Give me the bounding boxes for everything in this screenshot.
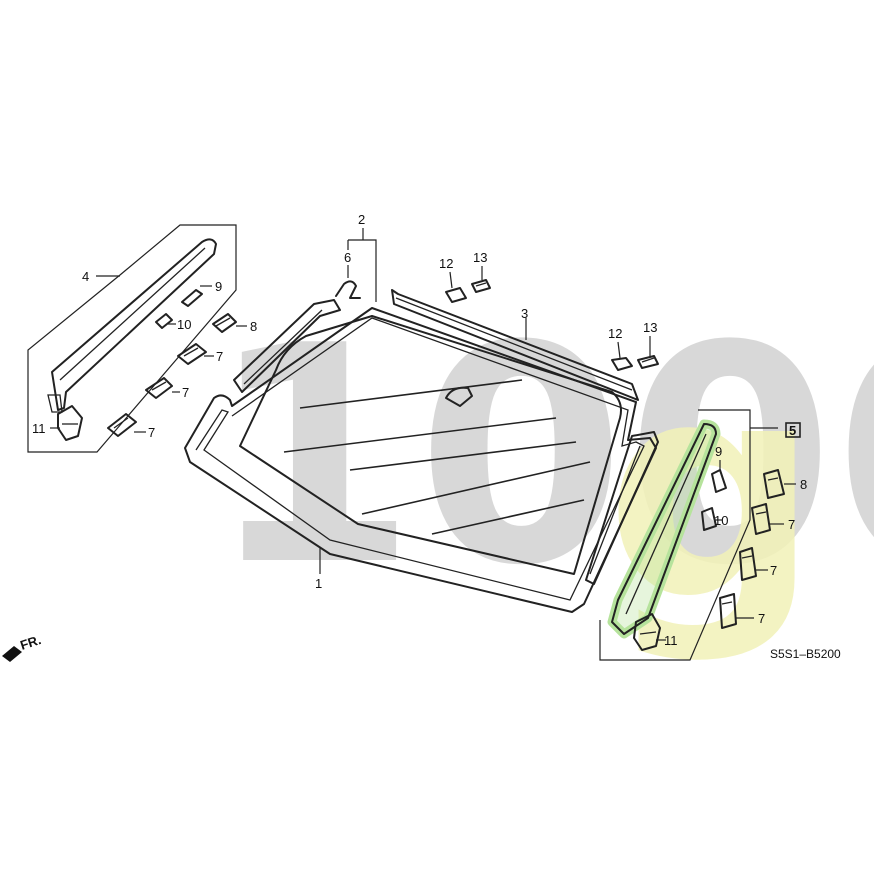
- clip-7-left-1[interactable]: [177, 343, 207, 365]
- callout-5: 5: [789, 423, 796, 438]
- callout-2: 2: [358, 212, 365, 227]
- callout-7-right-1: 7: [788, 517, 795, 532]
- part-5-right-molding[interactable]: [607, 419, 721, 639]
- diagram-code: S5S1–B5200: [770, 647, 841, 661]
- callout-10-right: 10: [714, 513, 728, 528]
- callout-13-upper: 13: [473, 250, 487, 265]
- callout-1: 1: [315, 576, 322, 591]
- fastener-10-right[interactable]: [701, 507, 717, 531]
- fastener-9-left[interactable]: [181, 289, 203, 307]
- front-arrow-icon: [2, 646, 22, 662]
- callout-7-right-2: 7: [770, 563, 777, 578]
- clip-12-upper[interactable]: [445, 287, 467, 303]
- part-6-clip[interactable]: [335, 280, 361, 299]
- callout-8-left: 8: [250, 319, 257, 334]
- callout-4: 4: [82, 269, 89, 284]
- callout-13-right: 13: [643, 320, 657, 335]
- clip-7-right-2[interactable]: [739, 547, 757, 581]
- callout-12-right: 12: [608, 326, 622, 341]
- part-2-right-strip[interactable]: [585, 431, 659, 585]
- callout-10-left: 10: [177, 317, 191, 332]
- callout-3: 3: [521, 306, 528, 321]
- callout-12-upper: 12: [439, 256, 453, 271]
- callout-5-box: [785, 422, 801, 438]
- clip-7-right-1[interactable]: [751, 503, 771, 535]
- direction-label: FR.: [18, 632, 43, 653]
- right-group-bracket: [599, 409, 778, 661]
- clip-13-upper[interactable]: [471, 279, 491, 293]
- callout-11-left: 11: [32, 421, 46, 436]
- callout-7-left-3: 7: [148, 425, 155, 440]
- fastener-9-right[interactable]: [711, 469, 727, 493]
- callout-9-left: 9: [215, 279, 222, 294]
- callout-7-right-3: 7: [758, 611, 765, 626]
- clip-11-right[interactable]: [633, 613, 661, 651]
- callout-11-right: 11: [664, 633, 678, 648]
- part-2-molding-frame[interactable]: [233, 299, 341, 393]
- callout-8-right: 8: [800, 477, 807, 492]
- watermark-text: 1000: [208, 282, 874, 631]
- part-1-rear-windshield[interactable]: [184, 307, 657, 613]
- clip-11-left[interactable]: [57, 405, 83, 441]
- clip-8-left[interactable]: [212, 313, 237, 333]
- callout-7-left-1: 7: [216, 349, 223, 364]
- clip-7-left-2[interactable]: [145, 377, 173, 399]
- left-group-bracket: [27, 224, 237, 453]
- watermark: 1000 g: [208, 282, 874, 666]
- callout-9-right: 9: [715, 444, 722, 459]
- clip-13-right[interactable]: [637, 355, 659, 369]
- clip-7-left-3[interactable]: [107, 413, 137, 437]
- clip-12-right[interactable]: [611, 357, 633, 371]
- clip-7-right-3[interactable]: [719, 593, 737, 629]
- clip-8-right[interactable]: [763, 469, 785, 499]
- front-direction-indicator: FR.: [2, 632, 43, 662]
- fastener-10-left[interactable]: [155, 313, 173, 329]
- callout-7-left-2: 7: [182, 385, 189, 400]
- callout-6: 6: [344, 250, 351, 265]
- part-3-upper-seal[interactable]: [391, 289, 639, 401]
